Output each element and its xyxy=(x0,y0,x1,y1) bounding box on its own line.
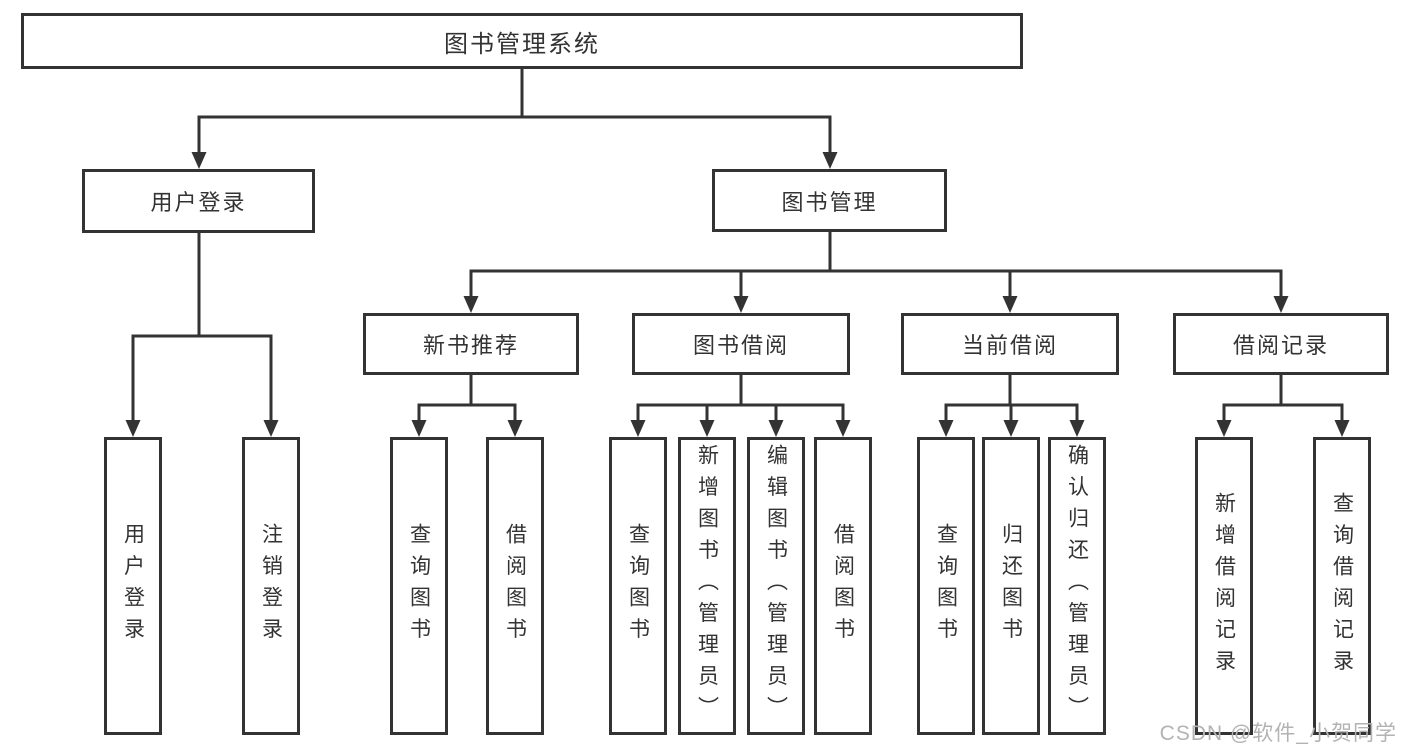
node-new-book-recommend: 新书推荐 xyxy=(363,313,579,375)
leaf-current-query-books: 查询图书 xyxy=(917,437,975,735)
leaf-recommend-query-books: 查询图书 xyxy=(390,437,448,735)
leaf-add-books-admin: 新增图书（管理员） xyxy=(678,437,736,735)
node-current-borrowing: 当前借阅 xyxy=(901,313,1119,375)
leaf-return-books: 归还图书 xyxy=(982,437,1040,735)
leaf-borrowing-query-books: 查询图书 xyxy=(609,437,667,735)
node-book-borrowing: 图书借阅 xyxy=(632,313,850,375)
node-book-management: 图书管理 xyxy=(712,169,947,232)
csdn-watermark: CSDN @软件_小贺同学 xyxy=(1159,722,1397,745)
node-user-login: 用户登录 xyxy=(82,169,315,233)
node-borrowing-records: 借阅记录 xyxy=(1173,313,1389,375)
leaf-confirm-return-admin: 确认归还（管理员） xyxy=(1048,437,1106,735)
leaf-logout: 注销登录 xyxy=(242,437,300,735)
leaf-recommend-borrow-books: 借阅图书 xyxy=(486,437,544,735)
node-library-management-system: 图书管理系统 xyxy=(21,13,1023,69)
leaf-borrow-books: 借阅图书 xyxy=(814,437,872,735)
leaf-user-login: 用户登录 xyxy=(104,437,162,735)
leaf-edit-books-admin: 编辑图书（管理员） xyxy=(747,437,805,735)
leaf-query-borrow-record: 查询借阅记录 xyxy=(1313,437,1371,735)
leaf-add-borrow-record: 新增借阅记录 xyxy=(1195,437,1253,735)
